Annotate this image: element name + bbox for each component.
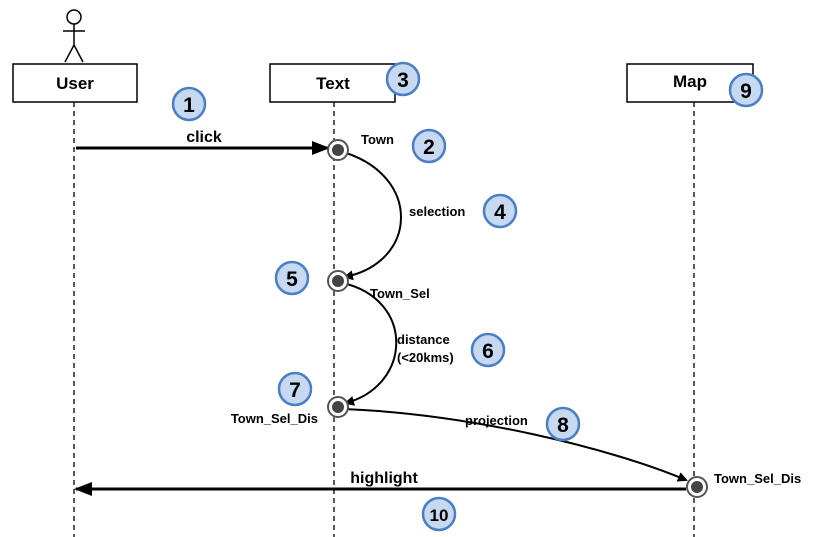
projection-label: projection xyxy=(465,413,528,428)
state-node-town-sel[interactable] xyxy=(327,270,349,292)
participant-user-label: User xyxy=(56,74,94,93)
selection-label: selection xyxy=(409,204,465,219)
distance-arrow xyxy=(342,282,398,406)
state-label-town-sel: Town_Sel xyxy=(370,286,430,301)
state-node-town-sel-dis[interactable] xyxy=(327,396,349,418)
participant-map-label: Map xyxy=(673,72,707,91)
svg-text:7: 7 xyxy=(289,379,301,402)
svg-text:9: 9 xyxy=(740,80,752,103)
user-actor-icon xyxy=(63,9,85,63)
step-badge-4: 4 xyxy=(482,193,518,229)
state-node-town[interactable] xyxy=(327,139,349,161)
step-badge-2: 2 xyxy=(411,128,447,164)
participant-text[interactable]: Text xyxy=(269,63,396,103)
participant-text-label: Text xyxy=(316,74,350,93)
svg-text:2: 2 xyxy=(423,136,435,159)
svg-text:5: 5 xyxy=(286,268,298,291)
state-label-town: Town xyxy=(361,132,394,147)
step-badge-10: 10 xyxy=(421,496,457,532)
svg-text:10: 10 xyxy=(430,506,449,525)
participant-user[interactable]: User xyxy=(12,63,138,103)
state-label-town-sel-dis: Town_Sel_Dis xyxy=(231,411,318,426)
svg-text:8: 8 xyxy=(557,414,569,437)
state-label-map-town-sel-dis: Town_Sel_Dis xyxy=(714,471,801,486)
svg-text:1: 1 xyxy=(183,94,195,117)
highlight-label: highlight xyxy=(350,470,418,487)
step-badge-1: 1 xyxy=(171,86,207,122)
state-node-map-town-sel-dis[interactable] xyxy=(686,476,708,498)
distance-label-line1: distance xyxy=(397,332,450,347)
projection-arrow xyxy=(343,408,688,482)
step-badge-6: 6 xyxy=(470,332,506,368)
step-badge-8: 8 xyxy=(545,406,581,442)
step-badge-9: 9 xyxy=(728,72,764,108)
svg-text:4: 4 xyxy=(494,201,506,224)
step-badge-3: 3 xyxy=(385,61,421,97)
svg-text:6: 6 xyxy=(482,340,494,363)
selection-arrow xyxy=(342,151,402,281)
distance-label-line2: (<20kms) xyxy=(397,350,454,365)
click-label: click xyxy=(186,129,222,146)
step-badge-5: 5 xyxy=(274,260,310,296)
step-badge-7: 7 xyxy=(277,371,313,407)
svg-text:3: 3 xyxy=(397,69,409,92)
